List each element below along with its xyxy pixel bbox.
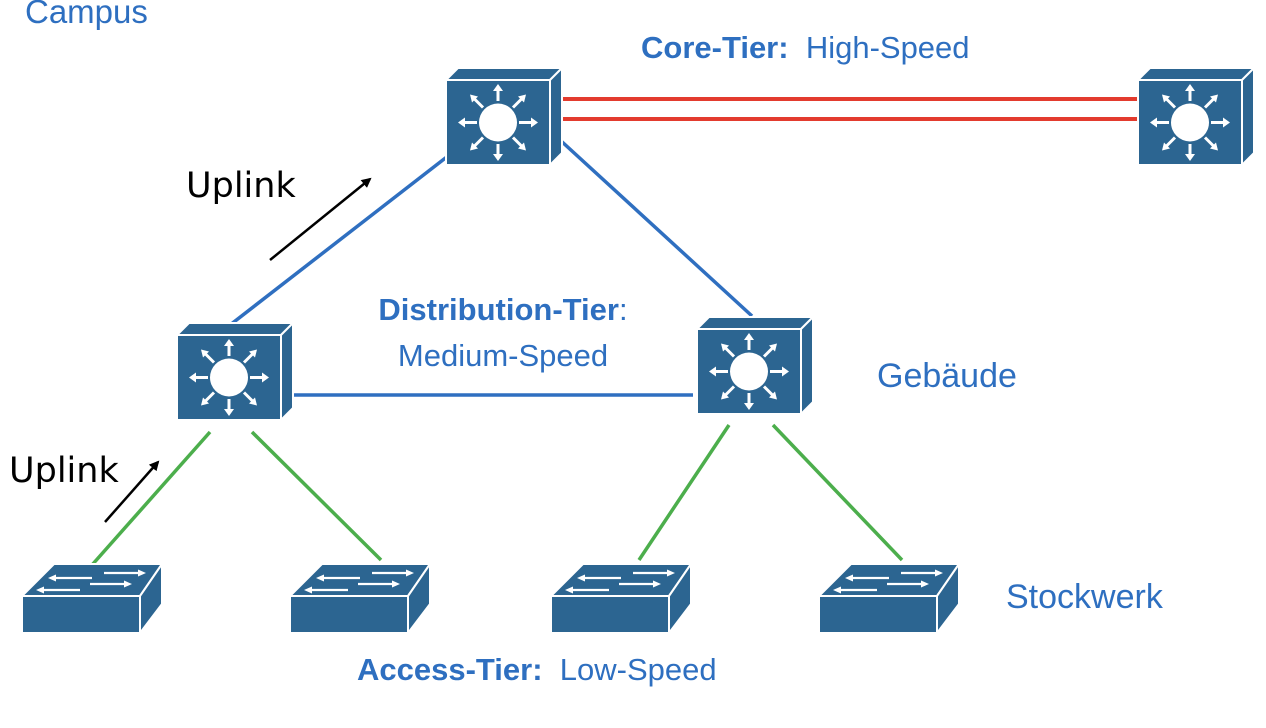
distribution-tier-speed: Medium-Speed (397, 338, 609, 373)
gebaeude-label: Gebäude (877, 357, 1017, 395)
uplink-label-upper: Uplink (186, 166, 296, 206)
access-link-1 (82, 430, 212, 576)
access-switch-2-icon (288, 562, 432, 635)
stockwerk-label: Stockwerk (1006, 578, 1163, 616)
uplink-arrow-upper-icon (269, 177, 372, 261)
access-tier-label: Access-Tier: Low-Speed (357, 652, 717, 688)
uplink-arrow-lower-icon (104, 460, 160, 523)
access-switch-1-icon (20, 562, 164, 635)
access-link-4 (771, 423, 904, 562)
access-tier-title: Access-Tier: (357, 652, 543, 687)
distribution-tier-label: Distribution-Tier: Medium-Speed (358, 287, 648, 379)
core-tier-title: Core-Tier: (641, 30, 789, 65)
access-link-2 (250, 430, 383, 562)
distribution-switch-2-icon (695, 315, 815, 416)
distribution-link-dist2-core (558, 138, 754, 318)
campus-label: Campus (25, 0, 148, 30)
access-switch-3-icon (549, 562, 693, 635)
distribution-tier-title: Distribution-Tier (378, 292, 619, 327)
access-tier-speed: Low-Speed (559, 652, 717, 687)
access-link-3 (637, 424, 731, 561)
core-switch-1-icon (444, 66, 564, 167)
distribution-tier-colon: : (618, 292, 628, 327)
core-tier-label: Core-Tier: High-Speed (641, 30, 970, 66)
access-switch-4-icon (817, 562, 961, 635)
uplink-label-lower: Uplink (9, 451, 119, 491)
distribution-switch-1-icon (175, 321, 295, 422)
distribution-link-dist1-core (228, 154, 450, 327)
links-layer (82, 97, 1142, 576)
core-switch-2-icon (1136, 66, 1256, 167)
core-tier-speed: High-Speed (805, 30, 970, 65)
